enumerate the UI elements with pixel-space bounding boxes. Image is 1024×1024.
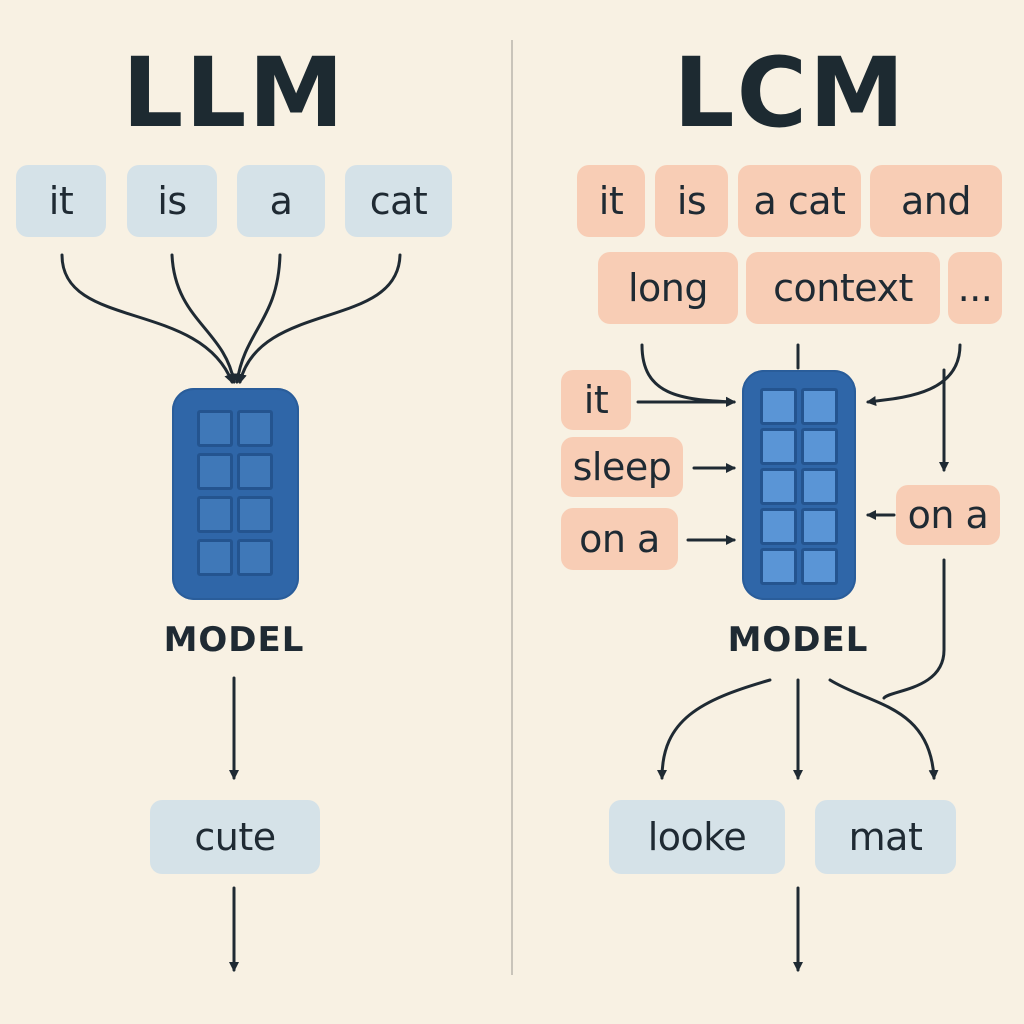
lcm-side-input-it: it [561, 370, 631, 430]
lcm-context-token-long: long [598, 252, 738, 324]
llm-model-cell [237, 496, 273, 533]
arrow-lcm-model-to-mat [828, 678, 939, 780]
llm-model-cell [197, 539, 233, 576]
llm-input-token-cat: cat [345, 165, 452, 237]
lcm-model-label: MODEL [727, 620, 869, 660]
arrow-lcm-context-right [866, 343, 962, 406]
lcm-model-cell [760, 428, 797, 465]
lcm-side-input-sleep: sleep [561, 437, 683, 497]
lcm-context-token-ellipsis: ... [948, 252, 1002, 324]
arrow-lcm-model-to-looke [657, 678, 772, 780]
lcm-model-cell [801, 548, 838, 585]
llm-input-token-is: is [127, 165, 217, 237]
arrow-llm-cat-to-model [237, 253, 402, 384]
llm-model-cell [197, 410, 233, 447]
lcm-context-token-it: it [577, 165, 645, 237]
lcm-model-cell [760, 548, 797, 585]
llm-input-token-it: it [16, 165, 106, 237]
line-lcm-ona-feedback [882, 558, 946, 700]
lcm-title: LCM [673, 37, 907, 149]
llm-title: LLM [122, 37, 346, 149]
llm-model-cell [237, 453, 273, 490]
section-divider [511, 40, 513, 975]
lcm-model-cell [760, 388, 797, 425]
lcm-model-cell [760, 468, 797, 505]
lcm-model-cell [801, 468, 838, 505]
llm-model-cell [197, 453, 233, 490]
llm-model-cell [237, 539, 273, 576]
lcm-context-token-a-cat: a cat [738, 165, 861, 237]
lcm-model-cell [760, 508, 797, 545]
lcm-side-input-on-a: on a [561, 508, 678, 570]
llm-model-label: MODEL [163, 620, 305, 660]
lcm-model-cell [801, 508, 838, 545]
lcm-context-token-is: is [655, 165, 728, 237]
llm-model-cell [197, 496, 233, 533]
arrow-llm-it-to-model [60, 253, 234, 384]
lcm-output-token-looke: looke [609, 800, 785, 874]
llm-input-token-a: a [237, 165, 325, 237]
arrow-llm-a-to-model [233, 253, 282, 384]
arrow-llm-is-to-model [170, 253, 238, 384]
lcm-output-token-mat: mat [815, 800, 956, 874]
lcm-context-token-context: context [746, 252, 940, 324]
lcm-model-cell [801, 388, 838, 425]
llm-model-block [172, 388, 299, 600]
lcm-context-token-and: and [870, 165, 1002, 237]
lcm-right-input-on-a: on a [896, 485, 1000, 545]
lcm-model-block [742, 370, 856, 600]
lcm-model-cell [801, 428, 838, 465]
arrow-lcm-context-left [640, 343, 736, 407]
llm-output-token: cute [150, 800, 320, 874]
llm-model-cell [237, 410, 273, 447]
